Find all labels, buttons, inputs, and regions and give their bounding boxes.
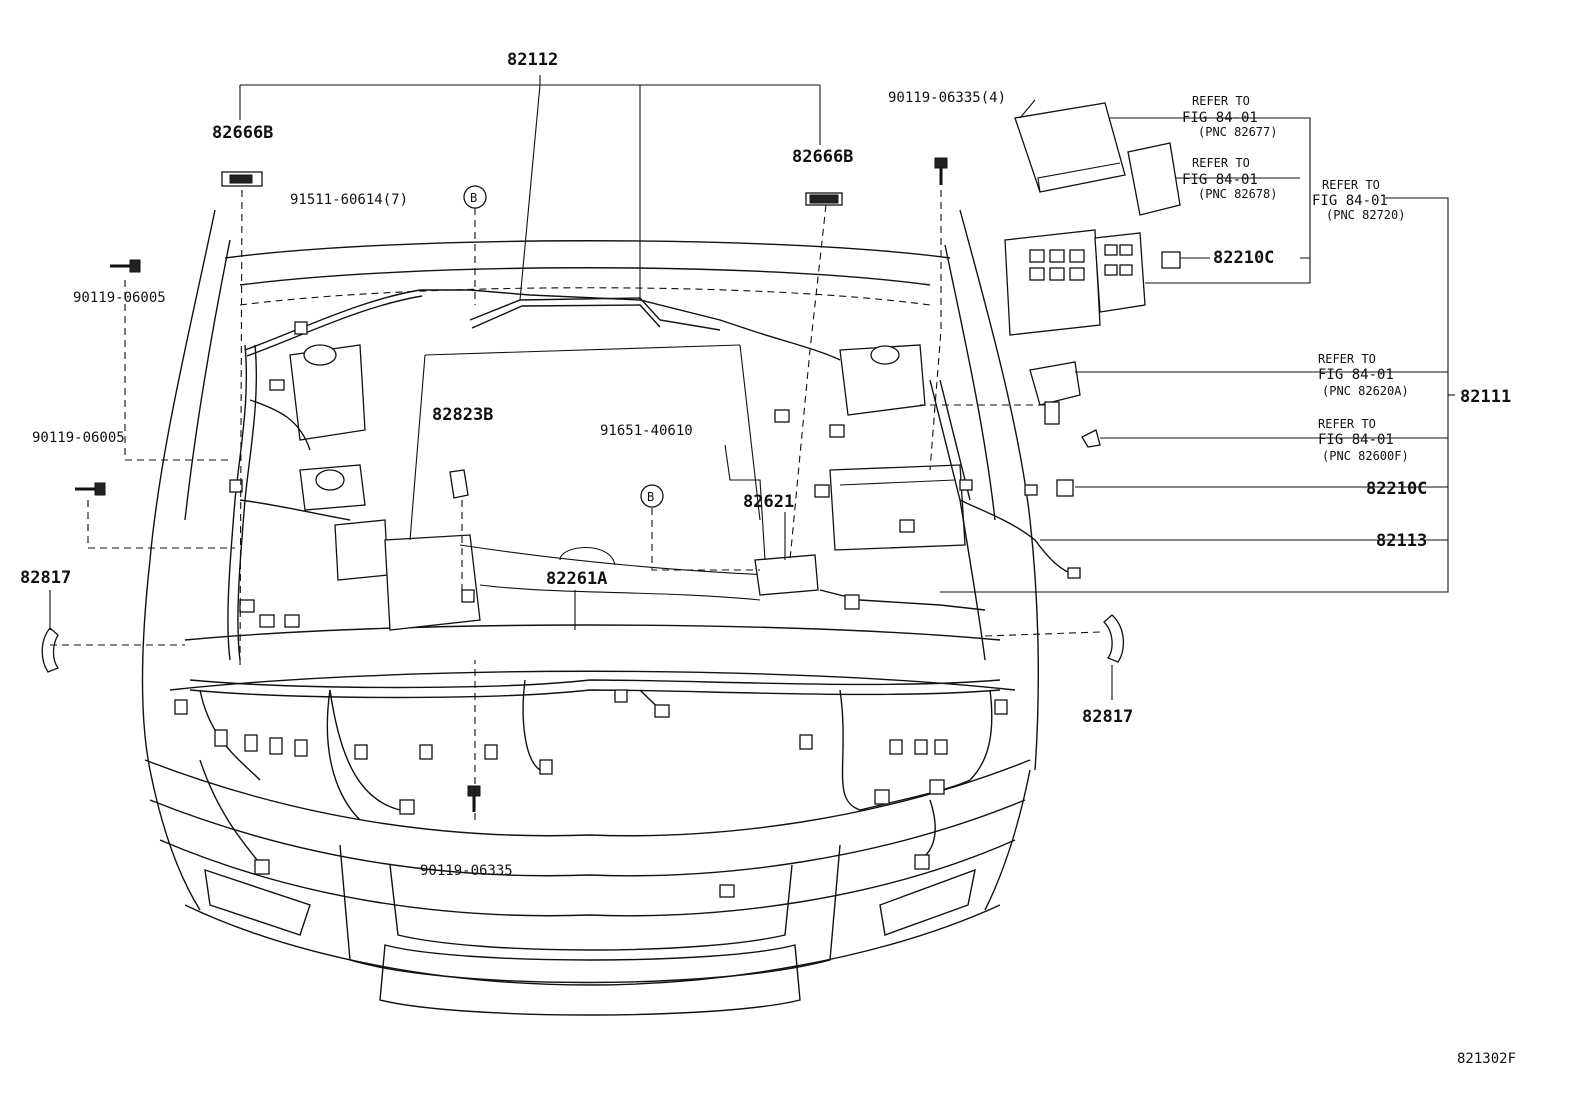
small-parts xyxy=(41,102,1181,812)
label-82666b-left[interactable]: 82666B xyxy=(212,123,273,143)
relay-82620a-icon xyxy=(1029,361,1081,406)
callout-leaders xyxy=(49,75,1455,820)
label-82817-right[interactable]: 82817 xyxy=(1082,707,1133,727)
label-82111[interactable]: 82111 xyxy=(1460,387,1511,407)
refer-note-82677[interactable]: REFER TO FIG 84-01 (PNC 82677) xyxy=(1182,94,1277,139)
clamp-82823b-icon xyxy=(449,469,469,499)
relay-82210c-top-icon xyxy=(1161,251,1181,269)
refer-line2: FIG 84-01 xyxy=(1318,432,1394,448)
label-91651-40610[interactable]: 91651-40610 xyxy=(600,423,693,439)
reference-b-markers xyxy=(463,185,664,508)
fuse-box-cover-icon xyxy=(1014,102,1126,193)
engine-components xyxy=(174,289,1081,898)
refer-line3: (PNC 82620A) xyxy=(1322,384,1409,398)
vehicle-body-outline xyxy=(141,209,1039,1016)
refer-line3: (PNC 82600F) xyxy=(1322,449,1409,463)
refer-note-82600f[interactable]: REFER TO FIG 84-01 (PNC 82600F) xyxy=(1318,417,1409,463)
refer-notes: REFER TO FIG 84-01 (PNC 82677) REFER TO … xyxy=(1182,94,1409,463)
refer-line3: (PNC 82677) xyxy=(1198,125,1277,139)
refer-line1: REFER TO xyxy=(1192,94,1250,108)
marker-b-top: B xyxy=(470,191,477,205)
refer-line1: REFER TO xyxy=(1318,417,1376,431)
refer-note-82678[interactable]: REFER TO FIG 84-01 (PNC 82678) xyxy=(1182,156,1277,201)
label-82817-left[interactable]: 82817 xyxy=(20,568,71,588)
part-labels: 82112 82666B 82666B 91511-60614(7) B 901… xyxy=(20,50,1516,1067)
bracket-82817-left-icon xyxy=(41,627,60,673)
bolt-90119-06005-a-icon xyxy=(110,259,141,273)
label-82210c-mid[interactable]: 82210C xyxy=(1366,479,1427,499)
bolt-90119-06005-b-icon xyxy=(75,482,106,496)
relay-82210c-mid-icon xyxy=(1056,479,1074,497)
label-82823b[interactable]: 82823B xyxy=(432,405,493,425)
label-82261a[interactable]: 82261A xyxy=(546,569,607,589)
diagram-code: 821302F xyxy=(1457,1051,1516,1067)
marker-b-mid: B xyxy=(647,490,654,504)
refer-line2: FIG 84-01 xyxy=(1318,367,1394,383)
refer-note-82720[interactable]: REFER TO FIG 84-01 (PNC 82720) xyxy=(1312,178,1405,222)
refer-line2: FIG 84-01 xyxy=(1182,110,1258,126)
relay-cover-icon xyxy=(1127,142,1181,216)
label-90119-06335-bottom[interactable]: 90119-06335 xyxy=(420,863,513,879)
refer-line2: FIG 84-01 xyxy=(1182,172,1258,188)
harness-connectors xyxy=(174,321,1081,898)
refer-line3: (PNC 82678) xyxy=(1198,187,1277,201)
part-82600f-icon xyxy=(1081,429,1101,448)
refer-line2: FIG 84-01 xyxy=(1312,193,1388,209)
refer-line3: (PNC 82720) xyxy=(1326,208,1405,222)
label-82210c-top[interactable]: 82210C xyxy=(1213,248,1274,268)
refer-line1: REFER TO xyxy=(1318,352,1376,366)
label-82113[interactable]: 82113 xyxy=(1376,531,1427,551)
refer-line1: REFER TO xyxy=(1192,156,1250,170)
label-82666b-right[interactable]: 82666B xyxy=(792,147,853,167)
label-90119-06005-a[interactable]: 90119-06005 xyxy=(73,290,166,306)
label-82621[interactable]: 82621 xyxy=(743,492,794,512)
bolt-90119-06335-top-icon xyxy=(934,157,948,185)
label-91511-60614[interactable]: 91511-60614(7) xyxy=(290,192,408,208)
refer-note-82620a[interactable]: REFER TO FIG 84-01 (PNC 82620A) xyxy=(1318,352,1409,398)
bolt-90119-06335-bottom-icon xyxy=(467,785,481,812)
bracket-82817-right-icon xyxy=(1103,614,1124,663)
refer-line1: REFER TO xyxy=(1322,178,1380,192)
label-90119-06005-b[interactable]: 90119-06005 xyxy=(32,430,125,446)
label-82112[interactable]: 82112 xyxy=(507,50,558,70)
fuse-block-icon xyxy=(1004,229,1101,336)
label-90119-06335-top[interactable]: 90119-06335(4) xyxy=(888,90,1006,106)
